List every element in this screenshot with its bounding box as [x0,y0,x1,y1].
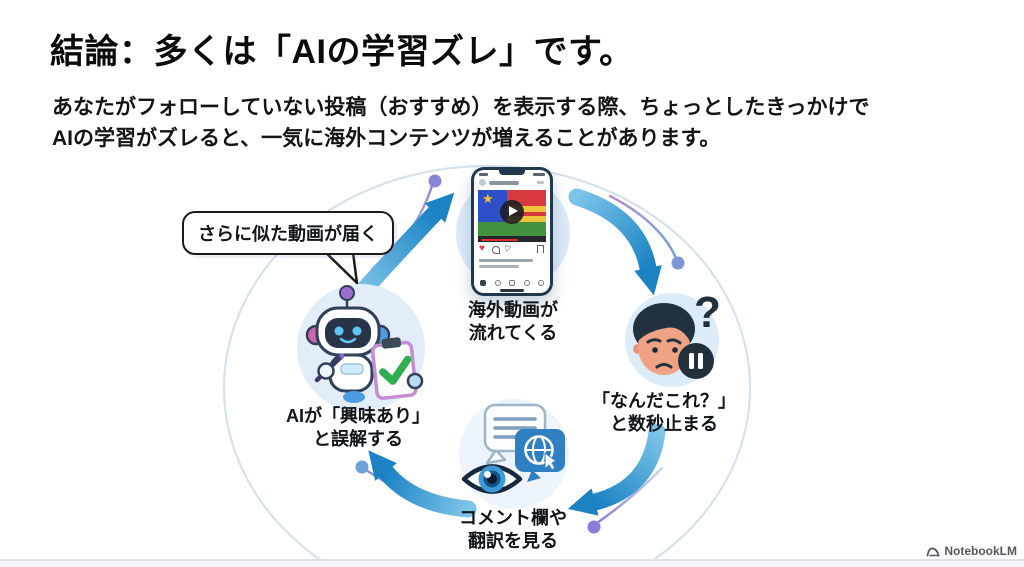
arrowhead-2 [634,265,662,296]
cycle-arrows [353,188,666,518]
confused-face-pause-icon: ? [625,288,721,387]
connector-dots [355,174,685,534]
cursor-icon [544,452,557,471]
label-foreign-video: 海外動画が 流れてくる [468,300,558,343]
home-icon [480,279,486,286]
robot-hand-right [406,372,424,390]
cycle-ring [222,164,752,567]
watermark-text: NotebookLM [944,544,1017,558]
eye-icon [461,464,523,494]
comment-icon [492,246,500,254]
arrowhead-1 [424,192,455,223]
pause-icon [678,343,714,379]
chest-panel [340,363,364,375]
arrow-phone-to-face [568,188,657,277]
bookmark-icon [537,245,544,253]
share-icon: ▽ [502,243,512,254]
label-ai-misread: AIが「興味あり」 と誤解する [286,406,430,449]
callout-bubble: さらに似た動画が届く [182,211,394,255]
ai-robot-clipboard-icon [297,284,425,412]
clipboard-icon [370,337,418,400]
arrowhead-4 [368,450,397,481]
phone-notch [499,170,525,175]
caption-placeholder [479,265,519,268]
post-actions: ♥ ▽ [479,243,545,255]
status-bar-time [479,173,488,176]
slide-bottom-margin [0,560,1024,567]
slide-bottom-divider [0,559,1024,561]
page-title: 結論：多くは「AIの学習ズレ」です。 [50,33,634,71]
label-pause: 「なんだこれ？」 と数秒止まる [592,391,736,434]
search-icon [494,279,501,286]
username-placeholder [489,181,519,185]
post-header [479,179,545,187]
notebooklm-logo-icon [926,547,940,557]
smartphone-video-post-icon: ★ ♥ ▽ [471,167,553,296]
video-thumbnail: ★ [478,190,546,242]
play-icon [500,199,524,224]
phone-nav-bar [480,279,544,286]
arrowhead-3 [567,488,599,516]
home-indicator [500,289,524,292]
robot-hand-left [317,362,335,380]
likes-icon [523,279,530,286]
antenna-ball [339,285,355,301]
checkmark [379,355,412,385]
eye-comment-translate-icon [459,399,569,509]
robot-face-screen [325,318,371,348]
watermark: NotebookLM [926,544,1017,558]
subtitle-line-1: あなたがフォローしていない投稿（おすすめ）を表示する際、ちょっとしたきっかけで [52,96,870,119]
translate-globe-bubble-icon [515,429,565,482]
profile-icon [538,279,544,286]
question-mark: ? [694,288,721,337]
caption-placeholder [479,259,533,262]
more-menu-icon [537,181,544,184]
avatar [479,179,486,186]
status-bar-battery [533,173,545,176]
subtitle-line-2: AIの学習がズレると、一気に海外コンテンツが増えることがあります。 [52,127,721,150]
like-heart-icon: ♥ [479,243,485,254]
subtitle: あなたがフォローしていない投稿（おすすめ）を表示する際、ちょっとしたきっかけで … [52,92,870,154]
arrow-face-to-eye [586,423,666,511]
video-progress-strip [478,235,546,242]
label-comments: コメント欄や 翻訳を見る [459,508,567,551]
phone-screen: ★ ♥ ▽ [474,170,550,293]
flag-star: ★ [482,191,494,206]
reels-icon [509,279,515,286]
arrow-robot-to-phone [353,204,444,301]
arrow-eye-to-robot [377,463,477,518]
comment-bubble-icon [483,403,547,465]
